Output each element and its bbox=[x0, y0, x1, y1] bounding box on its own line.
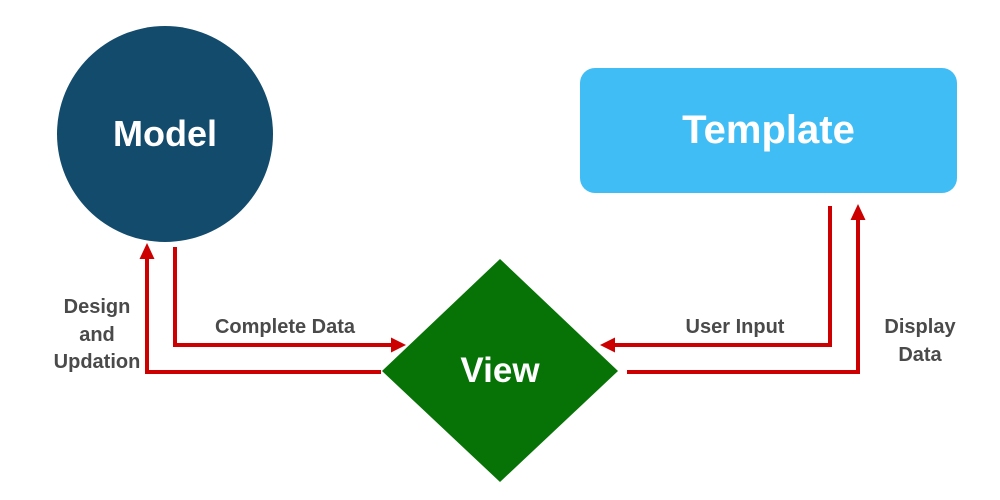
edge-label-user-input: User Input bbox=[685, 316, 785, 338]
arrow-template-to-view-head bbox=[600, 337, 615, 353]
node-model: Model bbox=[57, 26, 273, 242]
edge-label-line: and bbox=[79, 323, 115, 346]
arrow-template-to-view-line bbox=[613, 206, 832, 347]
edge-label-line: Display bbox=[884, 316, 956, 338]
arrow-view-to-template-head bbox=[850, 204, 866, 220]
node-template: Template bbox=[580, 68, 957, 193]
node-template-label: Template bbox=[682, 108, 855, 152]
edge-label-line: Data bbox=[898, 343, 942, 366]
node-model-label: Model bbox=[113, 113, 217, 154]
edge-label-line: Design bbox=[63, 296, 131, 318]
arrow-view-to-template-line bbox=[627, 218, 860, 374]
arrow-model-to-view-line bbox=[173, 247, 393, 347]
arrow-model-to-view-head bbox=[391, 337, 406, 353]
edge-label-display-data: Display Data bbox=[862, 314, 978, 369]
edge-label-design-and-updation: Design and Updation bbox=[30, 294, 164, 377]
arrow-view-to-model-line bbox=[145, 257, 381, 374]
edge-label-complete-data: Complete Data bbox=[214, 316, 356, 338]
node-view-label: View bbox=[460, 350, 540, 390]
node-view-shape bbox=[382, 259, 618, 482]
edge-label-line: Updation bbox=[53, 351, 141, 374]
node-view: View bbox=[382, 259, 618, 482]
arrow-view-to-model-head bbox=[139, 243, 155, 259]
